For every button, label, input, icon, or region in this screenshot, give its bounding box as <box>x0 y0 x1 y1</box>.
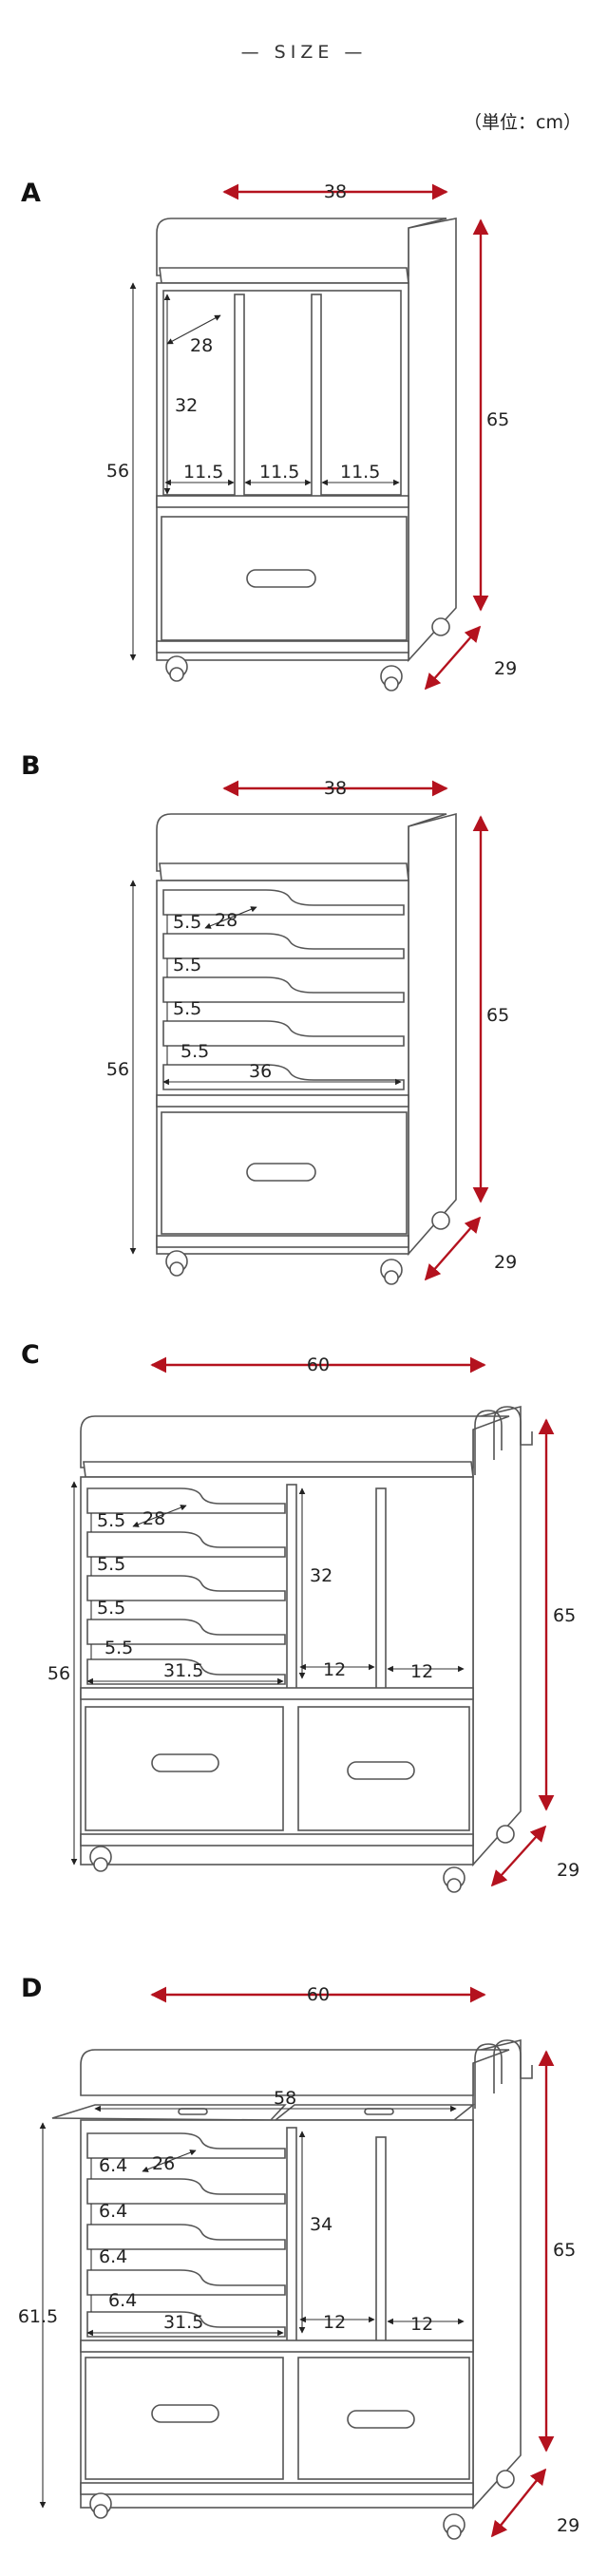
tray-height-label: 5.5 <box>173 998 201 1019</box>
tray-height-label: 5.5 <box>97 1554 125 1575</box>
section-b: B 38 65 29 56 5.5 5.5 5.5 5.5 28 36 <box>0 746 608 1316</box>
height-label: 65 <box>486 1005 509 1026</box>
inner-height-label: 56 <box>48 1663 70 1684</box>
width-label: 38 <box>324 181 347 202</box>
section-c: C 60 65 29 56 5.5 5.5 5 <box>0 1325 608 1914</box>
tray-height-label: 6.4 <box>99 2155 127 2176</box>
depth-inner-line <box>204 906 257 929</box>
depth-label: 29 <box>557 1860 580 1881</box>
tray-height-label: 6.4 <box>99 2201 127 2222</box>
width-label: 38 <box>324 778 347 799</box>
depth-arrow <box>424 1216 482 1281</box>
comp-width-label: 11.5 <box>259 462 299 483</box>
tray-height-label: 6.4 <box>108 2290 137 2311</box>
cabinet-c <box>80 1405 533 1893</box>
depth-inner-label: 28 <box>142 1508 165 1529</box>
top-width-label: 58 <box>274 2088 296 2109</box>
tray-height-label: 5.5 <box>173 955 201 975</box>
width-label: 60 <box>307 1354 330 1375</box>
depth-inner-line <box>142 2150 197 2172</box>
comp-width-label: 12 <box>323 1659 346 1680</box>
section-d: D 60 65 29 58 61.5 6.4 6.4 <box>0 1966 608 2574</box>
depth-arrow <box>424 625 482 691</box>
size-title: — SIZE — <box>240 42 368 63</box>
diagram-a: A 38 65 29 56 32 28 11.5 11.5 <box>21 179 517 691</box>
diagram-d: D 60 65 29 58 61.5 6.4 6.4 <box>18 1974 580 2540</box>
inner-height-label: 61.5 <box>18 2306 58 2327</box>
tray-height-label: 5.5 <box>97 1598 125 1619</box>
tray-height-label: 5.5 <box>104 1638 133 1658</box>
unit-label: （単位：cm） <box>464 112 581 133</box>
cabinet-b <box>156 812 457 1285</box>
section-a: A 38 65 29 56 32 28 11.5 11.5 <box>0 161 608 731</box>
depth-label: 29 <box>494 658 517 679</box>
inner-height-label: 56 <box>106 461 129 482</box>
height-label: 65 <box>553 2240 576 2261</box>
comp-width-label: 11.5 <box>183 462 223 483</box>
tray-width-label: 31.5 <box>163 1660 203 1681</box>
depth-label: 29 <box>494 1252 517 1273</box>
comp-width-label: 12 <box>323 2312 346 2333</box>
diagram-b: B 38 65 29 56 5.5 5.5 5.5 5.5 28 36 <box>21 751 517 1285</box>
comp-width-label: 12 <box>410 1661 433 1682</box>
depth-arrow <box>490 2468 547 2538</box>
depth-inner-label: 26 <box>152 2153 175 2174</box>
section-label: A <box>21 179 41 208</box>
section-label: B <box>21 751 41 781</box>
tray-height-label: 6.4 <box>99 2246 127 2267</box>
comp-width-label: 12 <box>410 2314 433 2335</box>
diagram-c: C 60 65 29 56 5.5 5.5 5 <box>21 1340 580 1893</box>
tray-height-label: 5.5 <box>173 912 201 933</box>
tray-height-label: 5.5 <box>97 1510 125 1531</box>
section-label: C <box>21 1340 40 1370</box>
depth-inner-label: 28 <box>215 910 238 931</box>
tray-width-label: 36 <box>249 1061 272 1082</box>
cabinet-a <box>156 218 457 691</box>
width-label: 60 <box>307 1984 330 2005</box>
compartment-height-label: 32 <box>175 395 198 416</box>
compartment-height-label: 32 <box>310 1565 332 1586</box>
section-label: D <box>21 1974 42 2003</box>
tray-width-label: 31.5 <box>163 2312 203 2333</box>
height-label: 65 <box>486 409 509 430</box>
comp-width-label: 11.5 <box>340 462 380 483</box>
depth-arrow <box>490 1825 547 1887</box>
depth-label: 29 <box>557 2515 580 2536</box>
inner-height-label: 56 <box>106 1059 129 1080</box>
compartment-height-label: 34 <box>310 2214 332 2235</box>
depth-inner-label: 28 <box>190 335 213 356</box>
height-label: 65 <box>553 1605 576 1626</box>
depth-inner-line <box>132 1505 187 1527</box>
tray-height-label: 5.5 <box>180 1041 209 1062</box>
depth-inner-line <box>166 314 221 345</box>
